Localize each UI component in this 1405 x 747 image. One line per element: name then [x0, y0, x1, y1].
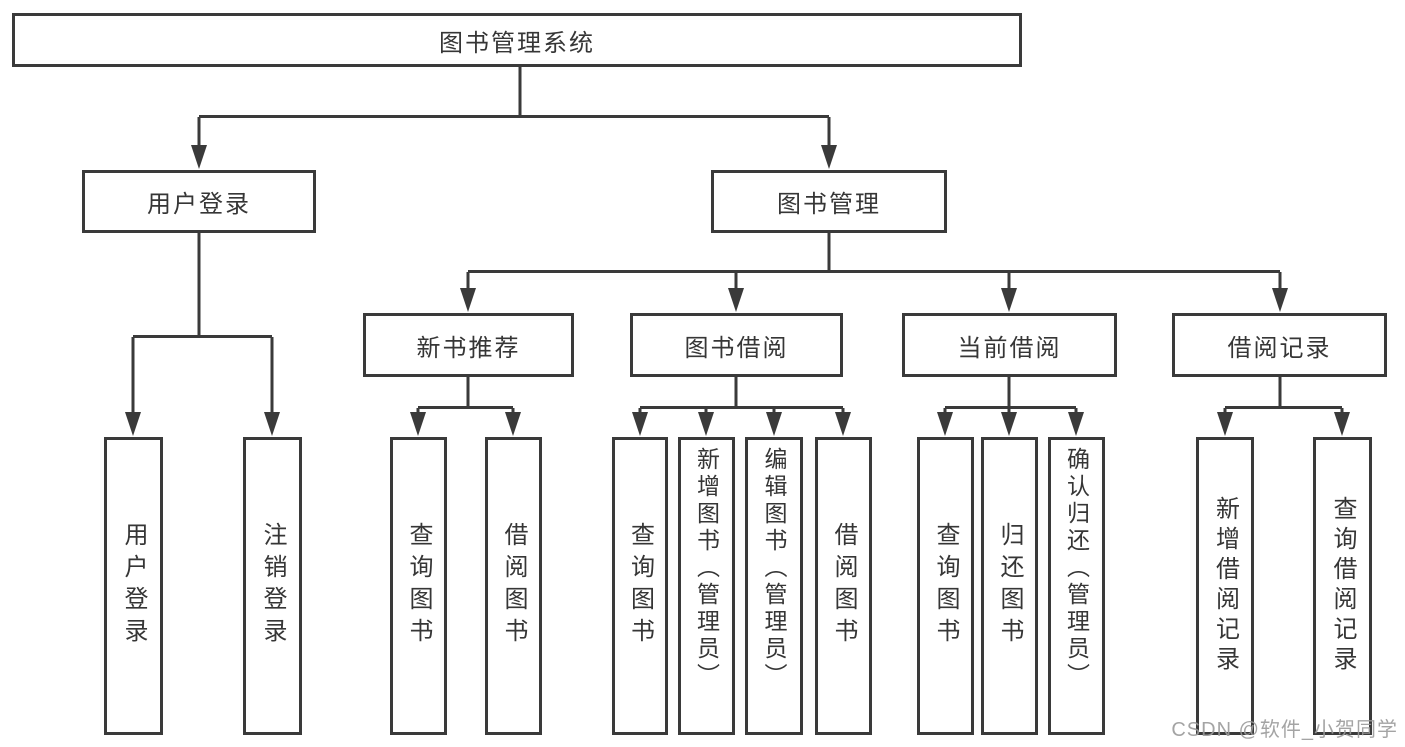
leaf-borrow-query-books: 查询图书 — [612, 437, 668, 735]
leaf-current-query-books: 查询图书 — [917, 437, 974, 735]
leaf-records-add-record: 新增借阅记录 — [1196, 437, 1254, 735]
leaf-borrow-edit-books-admin: 编辑图书（管理员） — [745, 437, 803, 735]
node-root-label: 图书管理系统 — [439, 29, 595, 57]
leaf-borrow-borrow-books: 借阅图书 — [815, 437, 872, 735]
leaf-current-query-books-label: 查询图书 — [932, 522, 959, 650]
node-borrow-records: 借阅记录 — [1172, 313, 1387, 377]
edge-root-to-level2 — [191, 67, 837, 169]
node-user-login: 用户登录 — [82, 170, 316, 233]
leaf-current-confirm-return-admin-label: 确认归还（管理员） — [1063, 447, 1090, 690]
node-borrow-records-label: 借阅记录 — [1227, 334, 1332, 362]
edge-current-borrow-children — [937, 377, 1084, 436]
node-user-login-label: 用户登录 — [147, 191, 251, 218]
edge-user-login-children — [125, 233, 280, 436]
node-book-borrow-label: 图书借阅 — [684, 334, 789, 362]
leaf-borrow-query-books-label: 查询图书 — [626, 522, 654, 650]
edge-borrow-records-children — [1217, 377, 1350, 436]
edge-book-management-children — [460, 233, 1288, 312]
leaf-records-add-record-label: 新增借阅记录 — [1211, 496, 1239, 676]
leaf-current-confirm-return-admin: 确认归还（管理员） — [1048, 437, 1105, 735]
node-new-book-recommend-label: 新书推荐 — [416, 334, 521, 362]
node-new-book-recommend: 新书推荐 — [363, 313, 574, 377]
leaf-newbook-borrow-books-label: 借阅图书 — [500, 522, 527, 650]
leaf-current-return-books-label: 归还图书 — [996, 522, 1023, 650]
leaf-current-return-books: 归还图书 — [981, 437, 1038, 735]
leaf-logout: 注销登录 — [243, 437, 302, 735]
leaf-borrow-edit-books-admin-label: 编辑图书（管理员） — [761, 447, 787, 690]
leaf-user-login: 用户登录 — [104, 437, 163, 735]
leaf-records-query-record-label: 查询借阅记录 — [1329, 496, 1356, 676]
edge-book-borrow-children — [632, 377, 851, 436]
node-book-borrow: 图书借阅 — [630, 313, 843, 377]
node-root: 图书管理系统 — [12, 13, 1022, 67]
leaf-records-query-record: 查询借阅记录 — [1313, 437, 1372, 735]
leaf-newbook-query-books-label: 查询图书 — [405, 522, 432, 650]
edge-new-book-children — [410, 377, 521, 436]
leaf-newbook-borrow-books: 借阅图书 — [485, 437, 542, 735]
node-book-management-label: 图书管理 — [777, 191, 881, 218]
leaf-borrow-borrow-books-label: 借阅图书 — [830, 522, 857, 650]
leaf-user-login-label: 用户登录 — [120, 522, 147, 650]
csdn-watermark: CSDN @软件_小贺同学 — [1171, 719, 1398, 741]
node-book-management: 图书管理 — [711, 170, 947, 233]
leaf-borrow-add-books-admin: 新增图书（管理员） — [678, 437, 735, 735]
node-current-borrow-label: 当前借阅 — [957, 334, 1062, 362]
node-current-borrow: 当前借阅 — [902, 313, 1117, 377]
leaf-logout-label: 注销登录 — [259, 522, 286, 650]
leaf-borrow-add-books-admin-label: 新增图书（管理员） — [693, 447, 720, 690]
leaf-newbook-query-books: 查询图书 — [390, 437, 447, 735]
